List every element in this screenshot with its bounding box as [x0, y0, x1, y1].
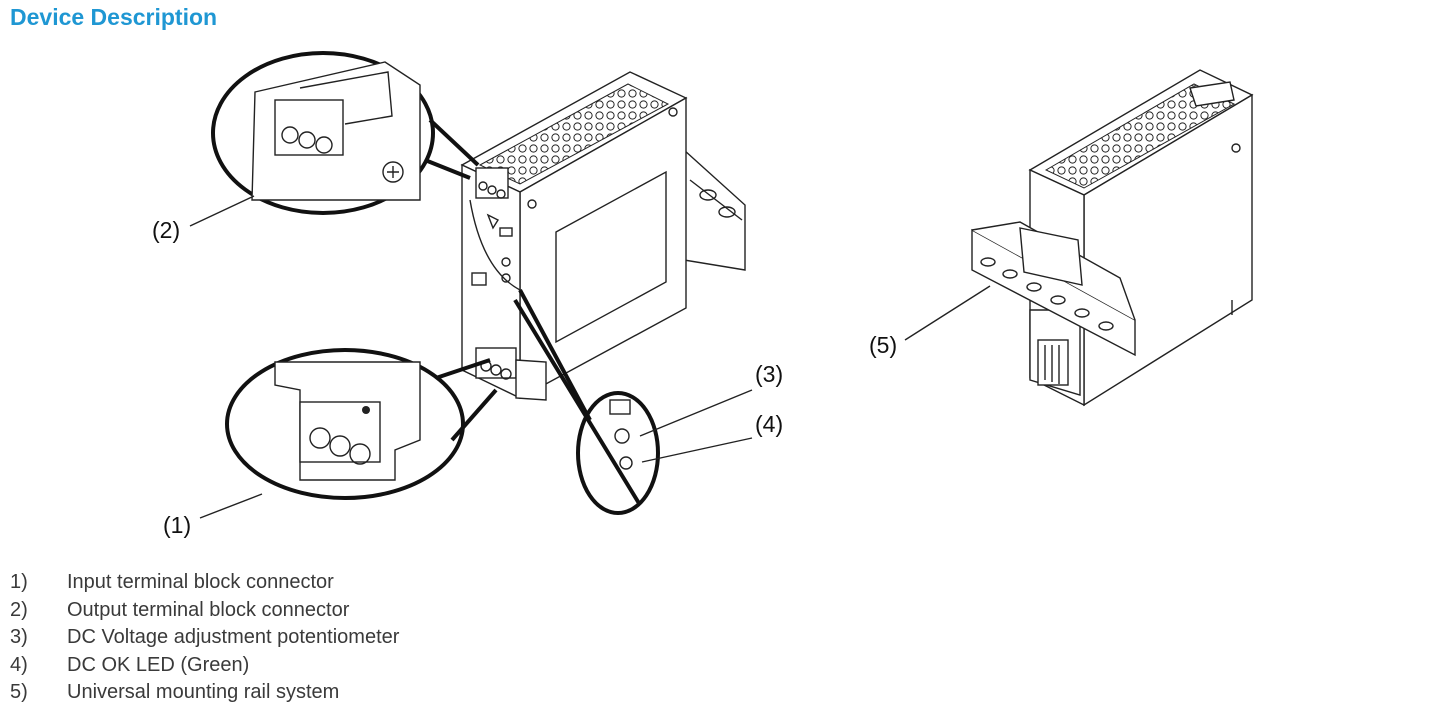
legend-text: Universal mounting rail system [67, 681, 340, 703]
legend-text: DC OK LED (Green) [67, 653, 250, 676]
rear-device-view [971, 69, 1254, 407]
legend-item: 4) DC OK LED (Green) [10, 652, 399, 680]
callout-4: (4) [755, 411, 783, 437]
legend-number: 1) [10, 571, 28, 593]
front-device-view [460, 71, 746, 401]
legend-item: 5) Universal mounting rail system [10, 679, 399, 707]
legend-item: 1) Input terminal block connector [10, 569, 399, 597]
legend-text: Input terminal block connector [67, 571, 334, 593]
legend-item: 3) DC Voltage adjustment potentiometer [10, 624, 399, 652]
page-title: Device Description [10, 4, 218, 30]
legend-number: 2) [10, 598, 28, 621]
legend-number: 3) [10, 626, 28, 648]
magnifier-input-terminal [225, 348, 498, 500]
magnifier-adjust-led [513, 289, 660, 515]
legend-text: Output terminal block connector [67, 598, 350, 621]
legend-number: 4) [10, 653, 28, 676]
callout-3: (3) [755, 361, 783, 387]
callout-1: (1) [163, 512, 191, 538]
component-legend: 1) Input terminal block connector 2) Outpu… [10, 569, 399, 707]
leader-lines [189, 195, 991, 519]
legend-number: 5) [10, 681, 28, 703]
legend-text: DC Voltage adjustment potentiometer [67, 626, 400, 648]
callout-2: (2) [152, 217, 180, 243]
device-illustration: (2) (1) (3) (4) (5) [152, 51, 1254, 538]
magnifier-output-terminal [211, 51, 480, 215]
callout-5: (5) [869, 332, 897, 358]
legend-item: 2) Output terminal block connector [10, 597, 399, 625]
